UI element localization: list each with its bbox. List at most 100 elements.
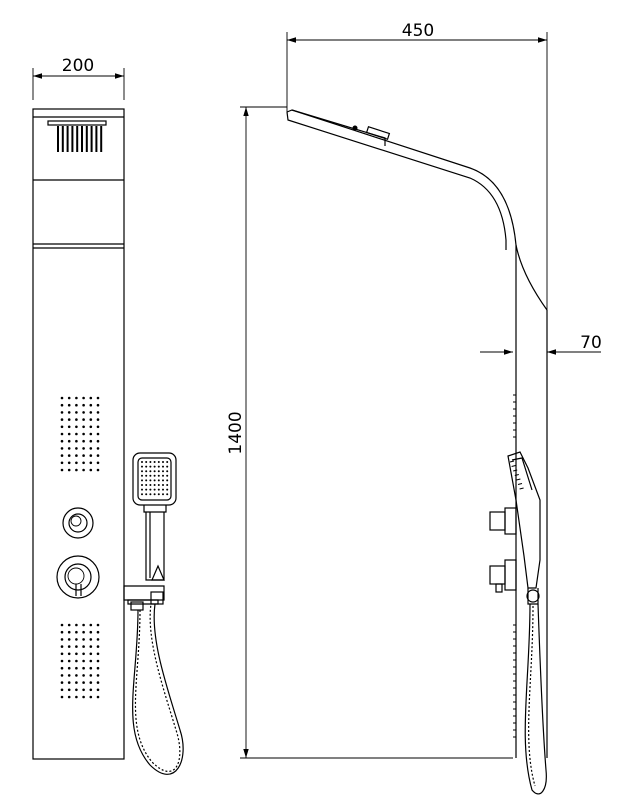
jet-dot xyxy=(75,688,78,692)
hand-jet-dot xyxy=(153,488,156,491)
jet-dot xyxy=(96,432,100,436)
hand-jet-dot xyxy=(141,493,143,496)
jet-dot xyxy=(67,659,71,663)
jet-dot xyxy=(89,461,93,465)
hand-jet-dot xyxy=(157,470,160,473)
hand-jet-dot xyxy=(153,493,156,496)
hand-jet-dot xyxy=(157,484,160,486)
jet-dot xyxy=(96,454,100,457)
jet-dot xyxy=(89,688,93,692)
jet-dot xyxy=(89,695,93,699)
hand-jet-dot xyxy=(149,470,152,473)
jet-dot xyxy=(67,623,71,627)
jet-dot xyxy=(67,418,71,421)
jet-dot xyxy=(60,630,64,634)
side-view: 450 1400 70 xyxy=(226,21,602,795)
jet-dot xyxy=(96,688,100,692)
jet-dot xyxy=(60,396,64,400)
hand-jet-dot xyxy=(157,493,160,496)
hand-jet-dot xyxy=(162,474,164,477)
hand-jet-dot xyxy=(141,465,143,468)
depth-dimension: 70 xyxy=(480,333,602,355)
jet-dot xyxy=(89,425,93,429)
hand-jet-dot xyxy=(149,474,152,477)
jet-dot xyxy=(82,674,85,677)
hand-jet-dot xyxy=(166,474,169,477)
body-jets-upper xyxy=(60,396,100,472)
jet-dot xyxy=(89,645,93,648)
jet-dot xyxy=(82,630,85,634)
jet-dot xyxy=(67,432,71,436)
jet-dot xyxy=(60,638,64,641)
hand-jet-dot xyxy=(162,488,164,491)
hand-jet-dot xyxy=(149,488,152,491)
side-hand-jet-tick xyxy=(517,483,523,485)
hand-jet-dot xyxy=(149,484,152,486)
hand-jet-dot xyxy=(141,479,143,482)
jet-dot xyxy=(67,468,71,472)
jet-dot xyxy=(82,666,85,670)
jet-dot xyxy=(89,432,93,436)
jet-dot xyxy=(82,461,85,465)
hand-jet-dot xyxy=(145,493,148,496)
reach-dimension: 450 xyxy=(286,21,548,310)
jet-dot xyxy=(96,645,100,648)
hand-jet-dot xyxy=(166,484,169,486)
jet-dot xyxy=(96,396,100,400)
depth-label: 70 xyxy=(580,333,602,353)
jet-dot xyxy=(67,695,71,699)
braided-hose-front xyxy=(132,603,184,775)
side-hand-jet-tick xyxy=(511,465,516,467)
jet-dot xyxy=(75,623,78,627)
jet-dot xyxy=(96,652,100,656)
hand-jet-dot xyxy=(153,465,156,468)
hand-jet-dot xyxy=(145,479,148,482)
jet-dot xyxy=(82,403,85,407)
hand-jet-dot xyxy=(149,461,152,463)
jet-dot xyxy=(60,403,64,407)
jet-dot xyxy=(75,439,78,443)
jet-dot xyxy=(82,468,85,472)
hand-shower-front xyxy=(123,452,177,611)
side-hand-jet-tick xyxy=(516,478,521,481)
mixer-knob xyxy=(56,555,100,599)
jet-dot xyxy=(60,666,64,670)
diverter-knob xyxy=(62,507,94,539)
side-hand-jet-tick xyxy=(513,469,518,472)
jet-dot xyxy=(75,425,78,429)
braided-hose-side xyxy=(524,603,547,795)
jet-dot xyxy=(96,411,100,414)
body-jets-lower xyxy=(60,623,100,699)
hand-jet-dot xyxy=(153,474,156,477)
jet-dot xyxy=(96,674,100,677)
jet-dot xyxy=(67,454,71,457)
jet-dot xyxy=(82,688,85,692)
front-width-dimension: 200 xyxy=(32,56,125,100)
jet-dot xyxy=(60,681,64,684)
jet-dot xyxy=(67,652,71,656)
jet-dot xyxy=(82,411,85,414)
jet-dot xyxy=(89,674,93,677)
hand-jet-dot xyxy=(166,479,169,482)
jet-dot xyxy=(67,688,71,692)
hand-jet-dot xyxy=(153,484,156,486)
hand-jet-dot xyxy=(157,465,160,468)
jet-dot xyxy=(96,638,100,641)
jet-dot xyxy=(96,403,100,407)
jet-dot xyxy=(60,439,64,443)
jet-dot xyxy=(96,468,100,472)
jet-dot xyxy=(75,659,78,663)
jet-dot xyxy=(82,432,85,436)
jet-dot xyxy=(75,411,78,414)
hand-jet-dot xyxy=(145,484,148,486)
jet-dot xyxy=(96,418,100,421)
hand-jet-dot xyxy=(162,461,164,463)
hand-jet-dot xyxy=(166,465,169,468)
hand-jet-dot xyxy=(157,488,160,491)
jet-dot xyxy=(89,659,93,663)
jet-dot xyxy=(60,688,64,692)
jet-dot xyxy=(60,659,64,663)
hand-jet-dot xyxy=(162,479,164,482)
jet-dot xyxy=(96,425,100,429)
